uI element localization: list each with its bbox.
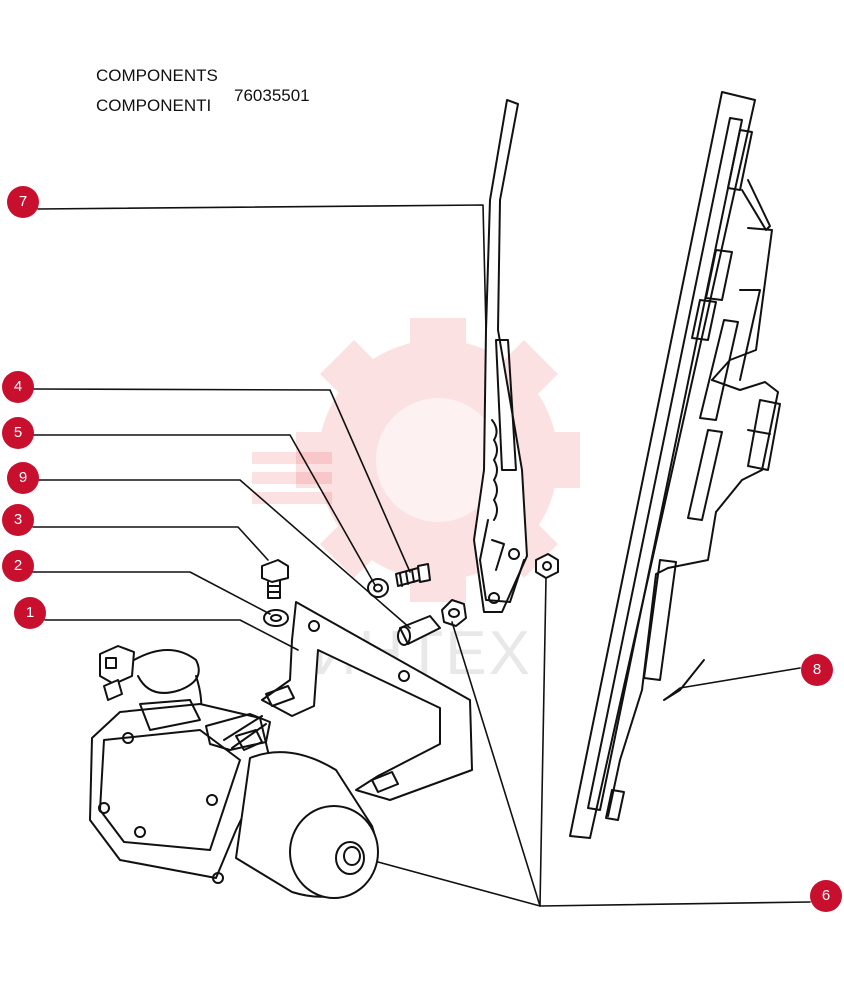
washer-5 — [367, 578, 389, 598]
part-number: 76035501 — [234, 86, 310, 105]
wiper-blade — [569, 91, 781, 839]
wiper-arm — [473, 99, 528, 613]
callout-1: 1 — [14, 597, 46, 629]
washer-2 — [263, 609, 289, 627]
callout-5: 5 — [2, 417, 34, 449]
nut-9 — [441, 599, 467, 627]
mounting-bracket — [261, 601, 473, 801]
callout-6: 6 — [810, 880, 842, 912]
title-components: COMPONENTS — [96, 66, 218, 85]
spacer-bushing — [397, 615, 441, 646]
callout-3: 3 — [2, 504, 34, 536]
callout-7: 7 — [7, 186, 39, 218]
callout-2: 2 — [2, 550, 34, 582]
screw-3 — [261, 559, 289, 599]
wiper-motor — [89, 699, 379, 899]
nut-6 — [535, 553, 559, 579]
callout-9: 9 — [7, 462, 39, 494]
callout-4: 4 — [2, 371, 34, 403]
callout-8: 8 — [801, 654, 833, 686]
title-componenti: COMPONENTI — [96, 96, 212, 115]
bolt-4 — [395, 563, 431, 587]
leader-lines — [32, 204, 811, 907]
